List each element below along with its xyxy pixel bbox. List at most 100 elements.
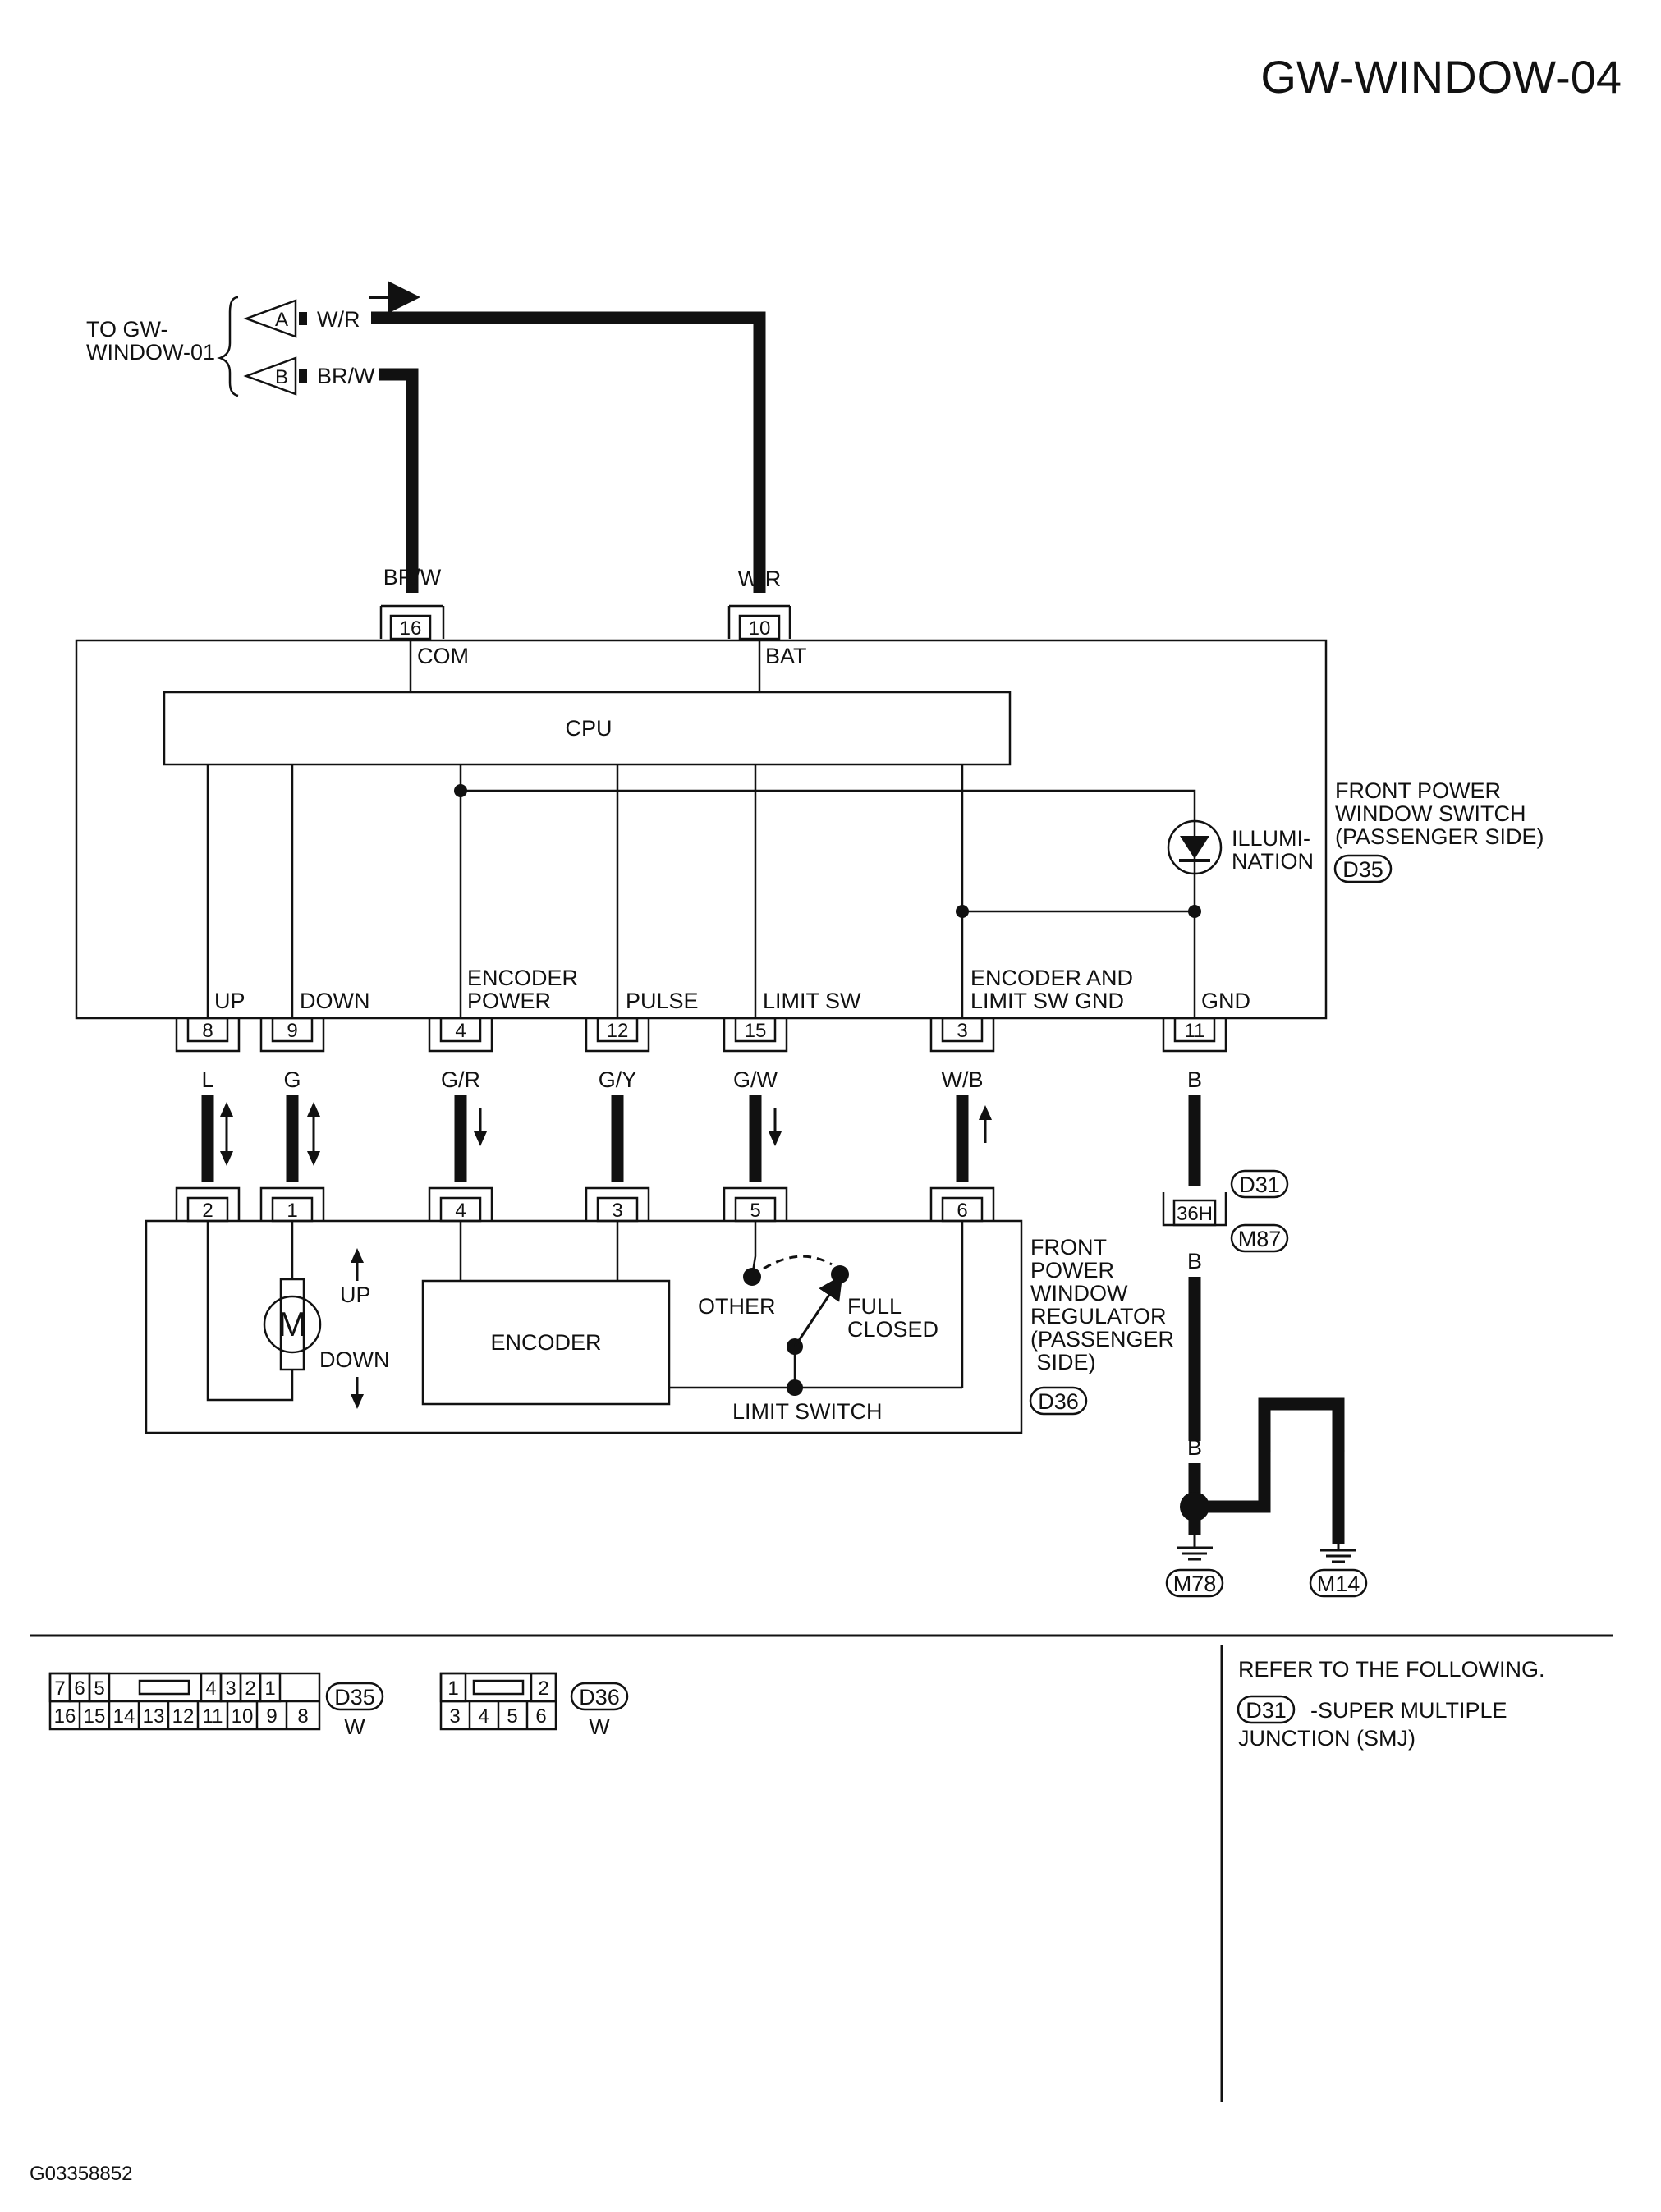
d35-pin-6: 6	[74, 1677, 85, 1700]
encoder-block	[421, 1279, 671, 1406]
d36-view-id: D36	[579, 1685, 620, 1709]
switch-pin-4: 4	[428, 1017, 493, 1053]
up-arrow-icon	[351, 1248, 364, 1281]
switch-pin-4-number: 4	[455, 1020, 466, 1042]
regulator-pin-4-number: 4	[455, 1200, 466, 1222]
connector-a-wire: W/R	[317, 307, 360, 332]
up-arrow-icon	[979, 1105, 992, 1143]
regulator-pin-4: 4	[428, 1186, 493, 1223]
pin-16-connector: 16	[379, 604, 445, 640]
ground-tag-m14: M14	[1309, 1568, 1368, 1598]
d35-pin-11: 11	[203, 1705, 223, 1728]
regulator-pin-2: 2	[175, 1186, 241, 1223]
regulator-connector-id: D36	[1038, 1389, 1079, 1414]
d35-pin-1: 1	[264, 1677, 275, 1700]
d35-pin-16: 16	[54, 1705, 76, 1728]
wire-label-g: G	[283, 1067, 301, 1092]
d36-pin-5: 5	[507, 1705, 517, 1728]
connector-b-letter: B	[275, 366, 288, 388]
down-arrow-icon	[474, 1108, 487, 1146]
d36-view-color: W	[589, 1714, 610, 1739]
pin-pulse-label: PULSE	[626, 989, 699, 1013]
joint-connector-36h: 36H	[1162, 1192, 1227, 1227]
power-window-switch-box	[75, 639, 1328, 1020]
switch-connector-tag: D35	[1333, 854, 1393, 883]
d36-pin-6: 6	[535, 1705, 546, 1728]
wire-label-b-joint: B	[1187, 1249, 1202, 1274]
regulator-pin-5-number: 5	[750, 1200, 760, 1222]
switch-pin-9-number: 9	[287, 1020, 297, 1042]
figure-id: G03358852	[30, 2163, 132, 2185]
wire-label-g-r: G/R	[441, 1067, 480, 1092]
ground-tag-d31-id: D31	[1239, 1173, 1280, 1197]
pin-10-connector: 10	[727, 604, 791, 640]
d35-pin-8: 8	[297, 1705, 308, 1728]
regulator-pin-6: 6	[929, 1186, 995, 1223]
motor-up-label: UP	[340, 1283, 371, 1307]
switch-pin-12-number: 12	[607, 1020, 629, 1042]
ground-tag-m78: M78	[1165, 1568, 1224, 1598]
pin-up-label: UP	[214, 989, 245, 1013]
switch-pin-3: 3	[929, 1017, 995, 1053]
wire-label-br-w: BR/W	[383, 565, 442, 590]
connector-b: B BR/W	[243, 356, 375, 396]
bidirectional-arrow-icon	[220, 1102, 233, 1166]
to-gw-window-01-group: TO GW-WINDOW-01 A W/R B BR/W	[86, 281, 420, 397]
switch-pin-11: 11	[1162, 1017, 1227, 1053]
d35-pin-2: 2	[245, 1677, 255, 1700]
connector-a: A W/R	[243, 299, 360, 338]
regulator-pin-3-number: 3	[612, 1200, 622, 1222]
limit-switch-label: LIMIT SWITCH	[732, 1399, 883, 1424]
wire-label-w-b: W/B	[942, 1067, 984, 1092]
d35-pin-15: 15	[84, 1705, 106, 1728]
pin-limit-sw-label: LIMIT SW	[763, 989, 861, 1013]
connector-a-letter: A	[275, 309, 288, 331]
illumination-label: ILLUMI-NATION	[1232, 826, 1314, 874]
bidirectional-arrow-icon	[307, 1102, 320, 1166]
pin-com-label: COM	[417, 644, 469, 668]
to-gw-window-label: TO GW-WINDOW-01	[86, 317, 215, 365]
cpu-label: CPU	[565, 716, 612, 741]
joint-connector-number: 36H	[1177, 1203, 1213, 1225]
d35-pin-4: 4	[205, 1677, 216, 1700]
d36-pin-2: 2	[538, 1677, 548, 1700]
wire-label-b-1: B	[1187, 1435, 1202, 1460]
pin-bat-label: BAT	[765, 644, 807, 668]
down-arrow-icon	[769, 1108, 782, 1146]
page-title: GW-WINDOW-04	[1260, 51, 1622, 103]
d35-view-id: D35	[334, 1685, 375, 1709]
wire-br-w	[379, 368, 419, 593]
switch-connector-id: D35	[1342, 857, 1383, 882]
d35-view-color: W	[344, 1714, 365, 1739]
d35-pin-14: 14	[113, 1705, 135, 1728]
limit-other-label: OTHER	[698, 1294, 776, 1319]
pin-10-number: 10	[749, 617, 771, 640]
connector-b-wire: BR/W	[317, 364, 375, 388]
wire-w-r	[371, 311, 766, 593]
regulator-pin-3: 3	[585, 1186, 650, 1223]
refer-section: REFER TO THE FOLLOWING. D31 -SUPER MULTI…	[1237, 1657, 1545, 1751]
switch-pin-12: 12	[585, 1017, 650, 1053]
ground-symbol-icon	[1320, 1544, 1356, 1563]
ground-m14-id: M14	[1317, 1572, 1360, 1596]
down-arrow-icon	[351, 1377, 364, 1409]
ground-splice-point	[1180, 1492, 1209, 1521]
pin-16-number: 16	[400, 617, 422, 640]
switch-pin-9: 9	[259, 1017, 325, 1053]
regulator-connector-tag: D36	[1029, 1386, 1088, 1416]
switch-pin-15-number: 15	[745, 1020, 767, 1042]
ground-symbol-icon	[1177, 1535, 1213, 1561]
motor-label: M	[278, 1305, 307, 1343]
connector-view-d36: 1 2 3 4 5 6 D36 W	[439, 1672, 629, 1739]
d35-pin-5: 5	[94, 1677, 104, 1700]
d35-pin-13: 13	[143, 1705, 165, 1728]
d35-pin-9: 9	[266, 1705, 277, 1728]
wire-label-l: L	[201, 1067, 213, 1092]
wire-label-g-y: G/Y	[599, 1067, 637, 1092]
d35-pin-12: 12	[172, 1705, 195, 1728]
